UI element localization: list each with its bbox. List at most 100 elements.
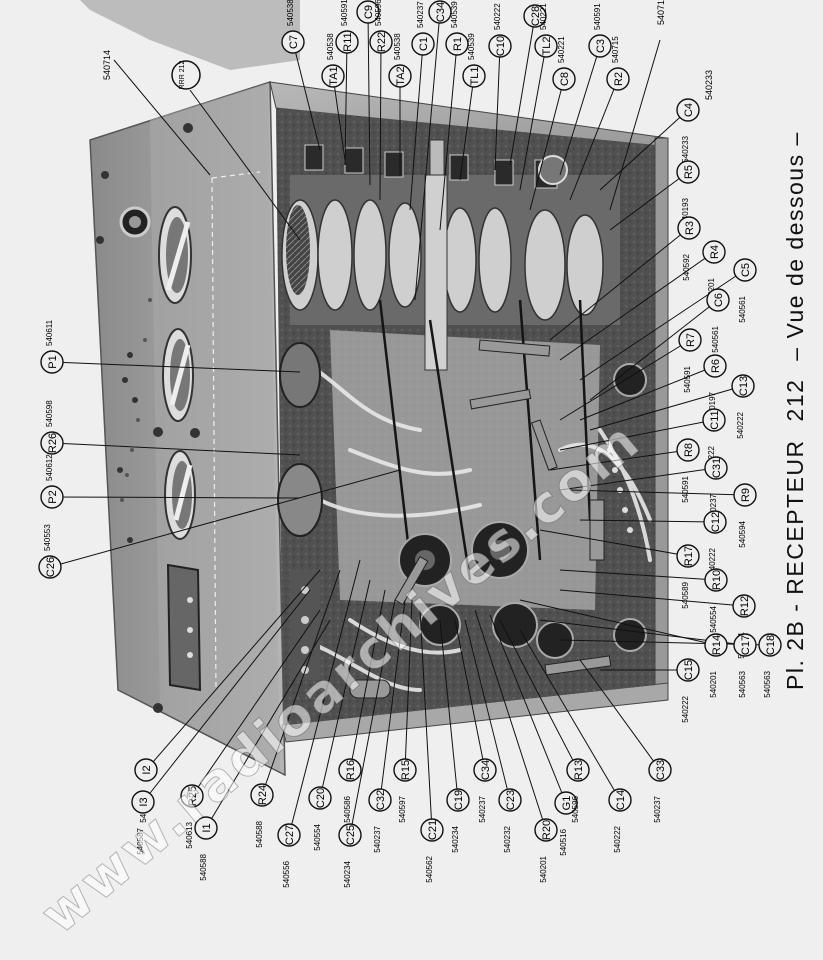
callout-label: C23 — [505, 790, 517, 810]
callout-code: 540598 — [45, 400, 54, 427]
callout-label: C5 — [740, 263, 752, 277]
chassis-tag: RRR 212 — [171, 60, 301, 241]
callout-label: R3 — [684, 221, 696, 235]
callout-code: 540588 — [199, 853, 208, 880]
front-panel — [89, 80, 286, 777]
leader-line-c32 — [379, 599, 406, 801]
callout-code: 540222 — [493, 3, 502, 30]
callout-label: C21 — [427, 820, 439, 840]
leader-line-c31 — [559, 467, 717, 491]
callout-label: C26 — [45, 557, 57, 577]
callout-code: 540221 — [557, 36, 566, 63]
leader-line-i2 — [145, 569, 321, 771]
code-540233: 540233 — [704, 70, 714, 100]
tuning-coil-bank — [281, 139, 620, 371]
leader-line-r1 — [439, 43, 458, 231]
callout-code: 540586 — [343, 795, 352, 822]
callout-code: 540538 — [326, 33, 335, 60]
leader-line-c12 — [579, 519, 716, 523]
callout-label: I3 — [138, 797, 150, 806]
leader-line-g1 — [489, 614, 567, 804]
callout-label: C25 — [345, 825, 357, 845]
callout-label: R25 — [187, 786, 199, 806]
callout-code: 540234 — [343, 860, 352, 887]
callout-label: P2 — [47, 490, 59, 503]
callout-r15: R15 540597 — [393, 758, 417, 823]
code-540714: 540714 — [102, 50, 112, 80]
callout-code: 540222 — [708, 547, 717, 574]
callout-code: 540596 — [571, 795, 580, 822]
callout-label: R15 — [400, 760, 412, 780]
callout-label: C34 — [435, 2, 447, 22]
callout-label: TA1 — [328, 66, 340, 85]
callout-label: R1 — [452, 37, 464, 51]
callout-label: I2 — [141, 765, 153, 774]
callout-label: R9 — [740, 488, 752, 502]
callout-c9: C9540588 — [356, 0, 380, 24]
callout-label: C8 — [559, 72, 571, 86]
callout-c25: C25 540234 — [338, 823, 362, 888]
callout-code: 540538 — [286, 0, 295, 26]
callout-label: C13 — [738, 376, 750, 396]
leader-line-p1 — [51, 361, 301, 373]
callout-code: 540222 — [613, 825, 622, 852]
callout-label: R5 — [683, 165, 695, 179]
leader-line-c6 — [589, 299, 719, 401]
chassis-tag-label: RRR 212 — [179, 61, 186, 90]
leader-line-c10 — [494, 45, 501, 171]
callout-code: 540201 — [709, 670, 718, 697]
leader-line-r3 — [549, 227, 690, 341]
callout-code: 540561 — [738, 295, 747, 322]
leader-line-r17 — [539, 529, 689, 557]
callout-code: 540591 — [681, 475, 690, 502]
callout-ta1: TA1 540538 — [321, 33, 345, 88]
caption-number: 212 — [782, 378, 808, 422]
callout-code: 540237 — [653, 795, 662, 822]
callout-code: 540597 — [398, 795, 407, 822]
leader-line-tl2 — [519, 45, 547, 191]
callout-label: R24 — [257, 785, 269, 805]
leader-line-r15 — [404, 599, 413, 771]
callout-code: 540237 — [373, 825, 382, 852]
callout-label: R14 — [711, 635, 723, 655]
plate-caption: Pl. 2B - RECEPTEUR 212 – Vue de dessous … — [782, 121, 809, 690]
callout-code: 540232 — [503, 825, 512, 852]
callout-label: C27 — [284, 825, 296, 845]
callout-code: 540611 — [45, 319, 54, 346]
callout-label: C12 — [710, 512, 722, 532]
callout-code: 540234 — [451, 825, 460, 852]
leader-line-c23 — [464, 619, 511, 801]
caption-subtitle: – Vue de dessous – — [782, 131, 808, 361]
callout-label: C15 — [683, 660, 695, 680]
callout-label: R10 — [711, 570, 723, 590]
leader-line-r7 — [559, 339, 691, 421]
leader-line-c20 — [319, 579, 371, 799]
leader-line-r9 — [569, 489, 746, 496]
callout-code: 540612 — [45, 454, 54, 481]
leader-line-r2 — [569, 78, 619, 201]
callout-label: C20 — [315, 788, 327, 808]
leader-line-c25 — [349, 599, 396, 836]
